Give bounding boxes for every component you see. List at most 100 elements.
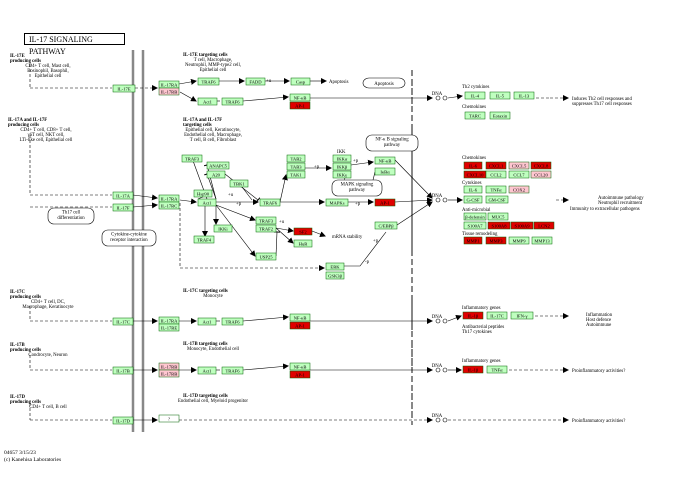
- gene-box-rect: [462, 365, 484, 374]
- gene-label: COX2: [513, 187, 526, 192]
- gene-box-rect: [487, 212, 509, 221]
- gene-box-rect: [374, 156, 396, 165]
- dna-node: [442, 95, 448, 101]
- gene-box-rect: [181, 154, 203, 163]
- gene-box-il17re: IL-17RE: [158, 323, 180, 332]
- gene-label: ERK: [330, 264, 340, 269]
- text-proinf2: Proinflammatory activities?: [572, 419, 625, 424]
- gene-box-tbk1: TBK1: [229, 179, 249, 188]
- gene-label: AP-1: [295, 372, 305, 377]
- gene-box-rect: [286, 162, 306, 171]
- gene-box-nfkb1: NF-κB: [289, 93, 311, 102]
- gene-label: CCL7: [513, 172, 525, 177]
- oval-label: pathway: [349, 188, 366, 193]
- text-th17cyt: Th17 cytokines: [462, 330, 492, 335]
- text-p1: +p: [314, 165, 320, 170]
- gene-box-rect: [463, 236, 483, 245]
- gene-label: IL-4: [471, 93, 480, 98]
- gene-box-cxcl1: CXCL1: [485, 161, 507, 170]
- oval-shape: [331, 179, 383, 197]
- gene-box-rect: [332, 162, 352, 171]
- gene-box-rect: [485, 161, 507, 170]
- gene-box-rect: [533, 221, 555, 230]
- gene-label: Act1: [203, 200, 213, 205]
- gene-box-rect: [487, 221, 511, 230]
- gene-box-traf6b: TRAF6: [221, 97, 244, 106]
- section-title: IL-17C: [10, 290, 25, 295]
- section-text: T cell, Macrophage,: [194, 58, 233, 63]
- gene-label: TRAF6: [225, 319, 240, 324]
- edge: [179, 203, 325, 271]
- dna-node: [442, 197, 448, 203]
- section-text: Epithelial cell: [35, 74, 62, 79]
- edge: [394, 197, 433, 204]
- text-p8: +u: [228, 193, 234, 198]
- text-p7: +u: [266, 79, 272, 84]
- gene-box-rect: [485, 236, 507, 245]
- gene-label: IL-17F: [116, 205, 129, 210]
- gene-label: GSK3β: [328, 273, 342, 278]
- edge: [273, 231, 281, 257]
- gene-label: IFN-γ: [517, 313, 528, 318]
- section-title: producing cells: [8, 123, 39, 128]
- section-text: Epithelial cell, Keratinocyte,: [185, 128, 240, 133]
- gene-label: NF-κB: [379, 158, 392, 163]
- dna-node: [442, 367, 448, 373]
- gene-box-rect: [158, 201, 180, 210]
- gene-label: IL-6: [469, 187, 478, 192]
- gene-box-rect: [221, 366, 244, 375]
- gene-box-usp25: USP25: [255, 252, 277, 261]
- gene-label: Casp: [296, 79, 306, 84]
- gene-box-s100a7: S100A7: [463, 221, 487, 230]
- gene-box-rect: [286, 154, 306, 163]
- gene-label: CXCL1: [489, 163, 504, 168]
- section-text: T cell, B cell, Fibroblast: [190, 138, 237, 143]
- gene-box-rect: [221, 317, 244, 326]
- text-dna3: DNA: [432, 315, 443, 320]
- edge: [447, 314, 462, 322]
- gene-box-muc5: MUC5: [487, 212, 509, 221]
- gene-label: IKKγ: [337, 172, 347, 177]
- oval-label: NF-κ B signaling: [375, 138, 409, 143]
- gene-box-il17f: IL-17F: [112, 203, 134, 212]
- pathway-title: IL-17 SIGNALING PATHWAY: [29, 35, 93, 56]
- text-th2out2: suppresses Th17 cell responses: [572, 102, 632, 107]
- gene-label: AP-1: [380, 200, 390, 205]
- gene-box-rect: [206, 161, 230, 170]
- gene-box-ikkg: IKKγ: [332, 170, 352, 179]
- gene-label: A20: [212, 172, 221, 177]
- text-p9: +u: [279, 220, 285, 225]
- dna-node: [435, 417, 441, 423]
- gene-box-rect: [463, 195, 483, 204]
- gene-box-tnfab: TNFα: [486, 365, 508, 374]
- pathway-title-box: IL-17 SIGNALING PATHWAY: [24, 33, 125, 56]
- gene-box-gsk3b: GSK3β: [325, 271, 345, 280]
- edge: [350, 159, 374, 166]
- gene-label: MAPKs: [329, 200, 344, 205]
- section-text: Epithelial cell: [200, 68, 227, 73]
- gene-box-rect: [463, 161, 483, 170]
- gene-box-ikki: IKKi: [213, 224, 233, 233]
- gene-box-il17e: IL-17E: [112, 84, 136, 93]
- footer-copyright: (c) Kanehisa Laboratories: [4, 456, 62, 463]
- gene-box-act1b: Act1: [197, 198, 217, 207]
- gene-box-rect: [325, 198, 349, 207]
- gene-box-rect: [112, 416, 134, 425]
- gene-box-rect: [293, 227, 313, 236]
- gene-box-rect: [486, 311, 508, 320]
- text-out17c3: Autoimmune: [586, 323, 611, 328]
- oval-shape: [365, 134, 419, 152]
- gene-label: IL-17D: [116, 418, 130, 423]
- section-title: producing cells: [10, 348, 41, 353]
- edge: [203, 163, 217, 200]
- section-text: CD4+ T cell, Mast cell,: [25, 64, 70, 69]
- gene-label: MMP9: [512, 238, 526, 243]
- gene-label: ANAPC5: [209, 163, 228, 168]
- gene-label: IL-13: [519, 93, 530, 98]
- gene-box-rect: [255, 252, 277, 261]
